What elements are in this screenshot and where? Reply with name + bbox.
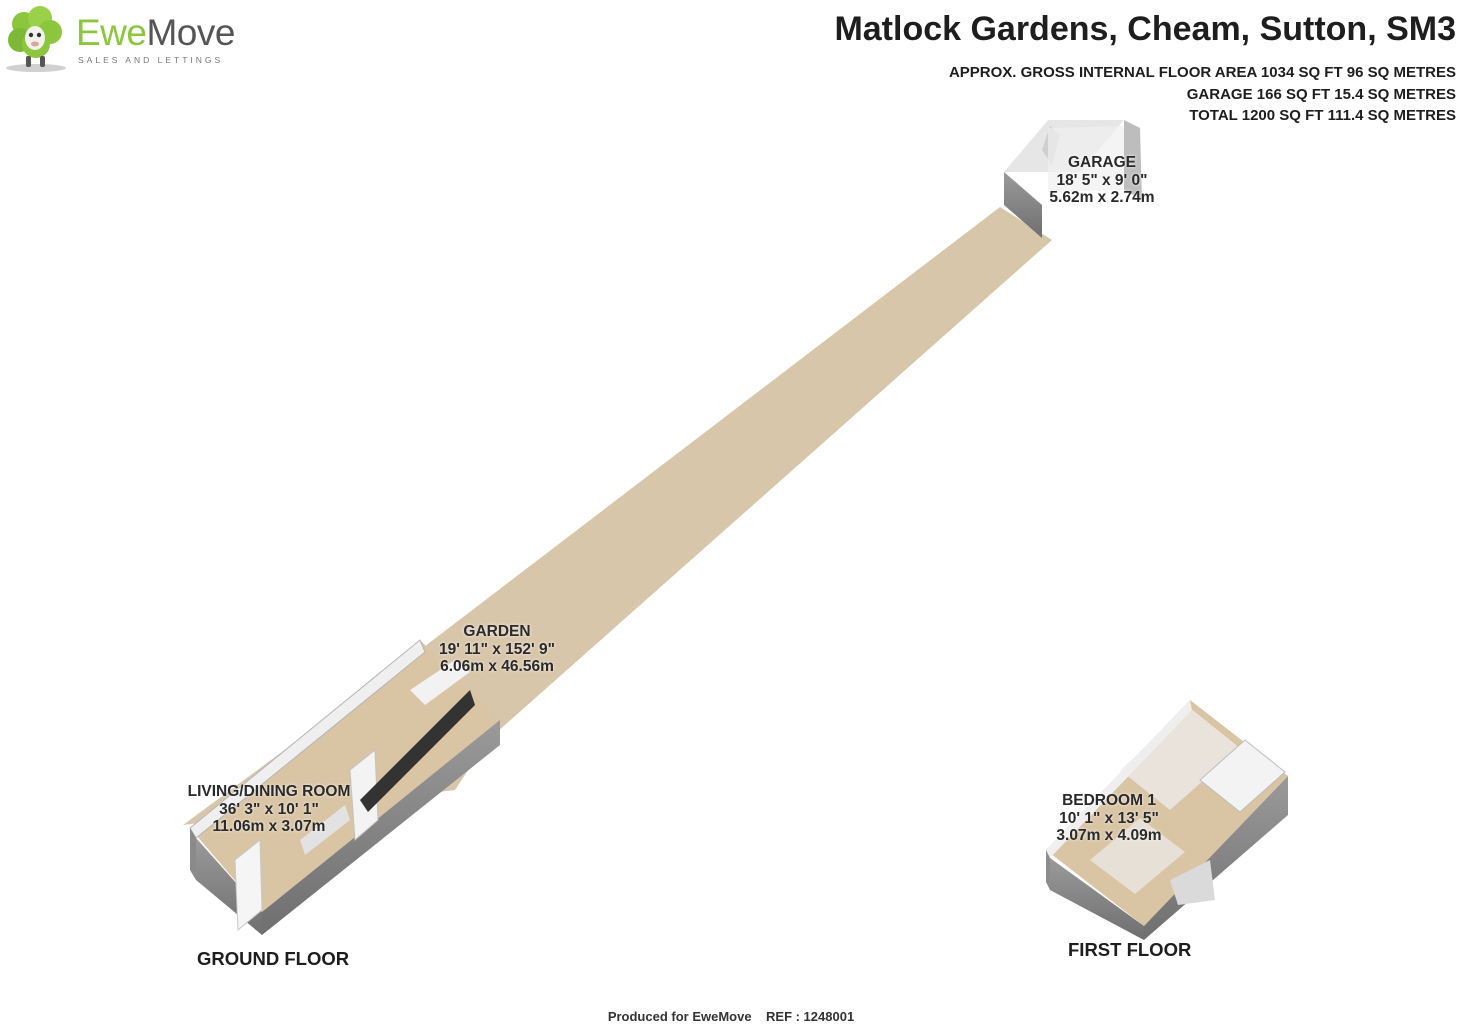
brand-name: EweMove: [76, 14, 235, 51]
room-label-garden: GARDEN 19' 11" x 152' 9" 6.06m x 46.56m: [428, 623, 566, 676]
garage-name: GARAGE: [1067, 154, 1137, 171]
bedroom1-imperial: 10' 1" x 13' 5": [1059, 809, 1159, 827]
footer-reference: Produced for EweMove REF : 1248001: [607, 1009, 855, 1024]
living-metric: 11.06m x 3.07m: [212, 818, 326, 835]
area-line-garage: GARAGE 166 SQ FT 15.4 SQ METRES: [1186, 85, 1456, 103]
garage-metric: 5.62m x 2.74m: [1049, 189, 1155, 206]
floor-label-first: FIRST FLOOR: [1068, 939, 1192, 960]
sheep-mascot-icon: [6, 6, 66, 72]
garage-imperial: 18' 5" x 9' 0": [1056, 171, 1148, 189]
brand-tagline: SALES AND LETTINGS: [78, 55, 224, 65]
area-line-total: TOTAL 1200 SQ FT 111.4 SQ METRES: [1189, 107, 1456, 124]
property-title: Matlock Gardens, Cheam, Sutton, SM3: [834, 10, 1456, 48]
floor-label-ground: GROUND FLOOR: [197, 948, 350, 969]
area-line-internal: APPROX. GROSS INTERNAL FLOOR AREA 1034 S…: [948, 64, 1456, 81]
brand-name-ewe: Ewe: [76, 12, 147, 53]
bedroom1-metric: 3.07m x 4.09m: [1056, 827, 1162, 844]
brand-name-move: Move: [146, 12, 235, 53]
garden-name: GARDEN: [463, 623, 531, 640]
ground-floor-plan: [189, 639, 500, 935]
garage-structure: [1004, 120, 1142, 238]
first-floor-plan: [1046, 700, 1288, 940]
living-name: LIVING/DINING ROOM: [187, 783, 351, 800]
room-label-living-dining: LIVING/DINING ROOM 36' 3" x 10' 1" 11.06…: [176, 783, 362, 836]
room-label-bedroom-1: BEDROOM 1 10' 1" x 13' 5" 3.07m x 4.09m: [1040, 792, 1178, 845]
floor-area-summary: APPROX. GROSS INTERNAL FLOOR AREA 1034 S…: [949, 62, 1456, 127]
ewemove-logo: [4, 4, 244, 74]
bedroom1-name: BEDROOM 1: [1062, 792, 1156, 809]
room-label-garage: GARAGE 18' 5" x 9' 0" 5.62m x 2.74m: [1047, 154, 1157, 207]
living-imperial: 36' 3" x 10' 1": [219, 800, 319, 818]
garden-metric: 6.06m x 46.56m: [440, 658, 554, 675]
garden-imperial: 19' 11" x 152' 9": [438, 640, 556, 658]
